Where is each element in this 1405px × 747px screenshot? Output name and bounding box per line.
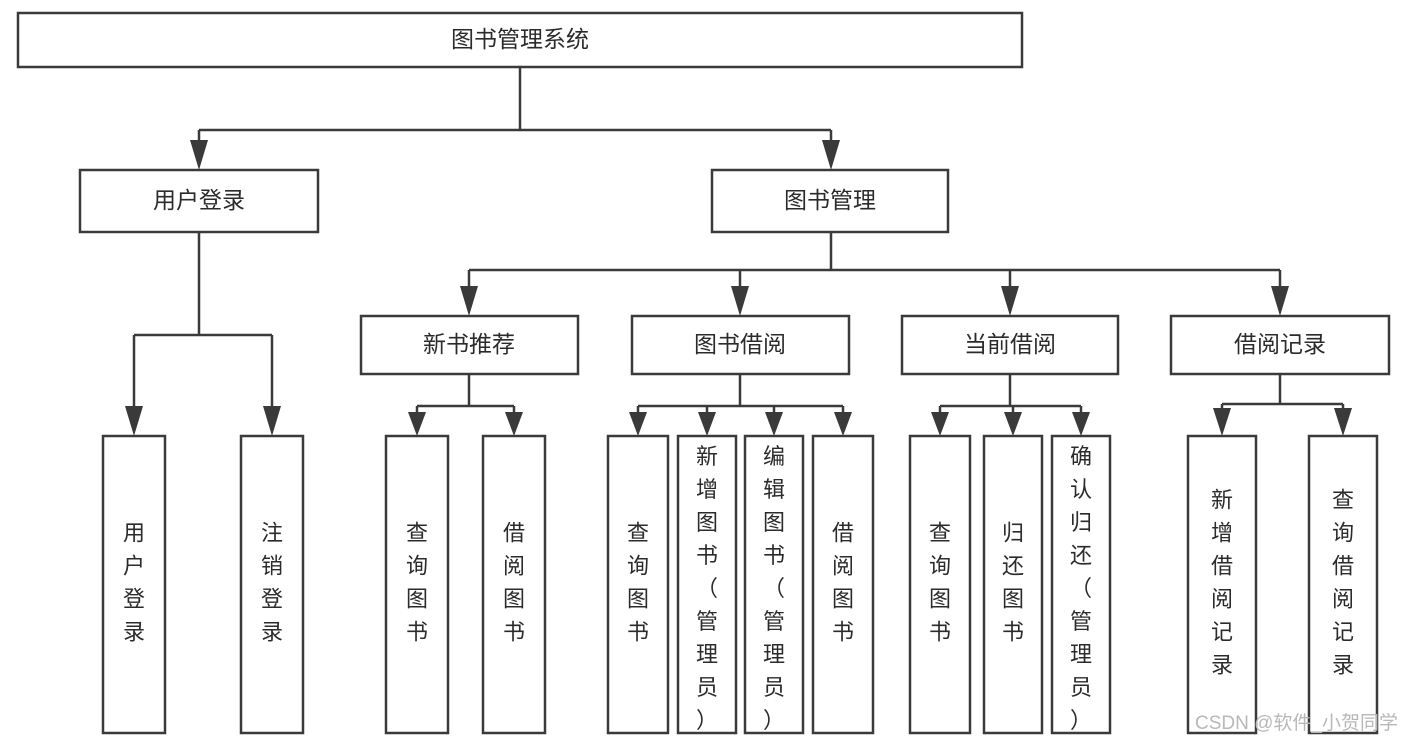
- leaf-add-record-box[interactable]: [1186, 434, 1258, 735]
- leaf-node[interactable]: 借阅图书: [811, 434, 875, 735]
- leaf-borrow-book-2-label: 借阅图书: [832, 520, 854, 644]
- leaf-add-record-label: 新增借阅记录: [1211, 487, 1233, 677]
- leaf-logout-login-box[interactable]: [239, 434, 305, 735]
- node-root[interactable]: 图书管理系统: [16, 11, 1024, 69]
- leaf-node[interactable]: 查询图书: [908, 434, 972, 735]
- arrow-head-leaf-query-record: [1334, 408, 1352, 436]
- leaf-node[interactable]: 注销登录: [239, 434, 305, 735]
- node-new-book-rec-box[interactable]: [359, 314, 580, 376]
- leaf-query-book-1-label: 查询图书: [406, 520, 428, 644]
- node-book-borrow[interactable]: 图书借阅: [630, 314, 851, 376]
- node-book-manage-box[interactable]: [710, 168, 950, 234]
- arrow-head-current-borrow: [1001, 286, 1019, 316]
- node-book-borrow-box[interactable]: [630, 314, 851, 376]
- node-book-manage-label: 图书管理: [784, 187, 876, 213]
- leaf-query-record-box[interactable]: [1307, 434, 1379, 735]
- arrow-head-leaf-borrow-book-1: [505, 412, 523, 436]
- node-user-login-label: 用户登录: [153, 187, 245, 213]
- node-borrow-record[interactable]: 借阅记录: [1169, 314, 1391, 376]
- arrow-head-leaf-add-book: [698, 412, 716, 436]
- leaf-query-record-label: 查询借阅记录: [1332, 487, 1354, 677]
- leaf-node[interactable]: 确认归还（管理员）: [1050, 434, 1112, 735]
- leaf-confirm-return-label: 确认归还（管理员）: [1070, 444, 1092, 733]
- connector-layer: [125, 67, 1352, 436]
- arrow-head-leaf-logout-login: [263, 406, 281, 436]
- leaf-node[interactable]: 用户登录: [101, 434, 167, 735]
- arrow-head-leaf-borrow-book-2: [834, 412, 852, 436]
- node-current-borrow-box[interactable]: [900, 314, 1120, 376]
- node-user-login-box[interactable]: [78, 168, 320, 234]
- arrow-head-leaf-query-book-2: [629, 412, 647, 436]
- leaf-node[interactable]: 新增图书（管理员）: [676, 434, 738, 735]
- arrow-head-borrow-record: [1271, 286, 1289, 316]
- node-root-box[interactable]: [16, 11, 1024, 69]
- leaf-query-book-2-label: 查询图书: [627, 520, 649, 644]
- node-root-label: 图书管理系统: [451, 26, 589, 52]
- leaf-node[interactable]: 查询图书: [606, 434, 670, 735]
- leaf-return-book-label: 归还图书: [1002, 520, 1024, 644]
- arrow-head-leaf-return-book: [1004, 412, 1022, 436]
- arrow-head-book-borrow: [731, 286, 749, 316]
- node-current-borrow[interactable]: 当前借阅: [900, 314, 1120, 376]
- leaf-user-login-label: 用户登录: [123, 520, 145, 644]
- arrow-head-leaf-confirm-return: [1072, 412, 1090, 436]
- node-borrow-record-box[interactable]: [1169, 314, 1391, 376]
- leaf-borrow-book-1-label: 借阅图书: [503, 520, 525, 644]
- node-book-borrow-label: 图书借阅: [694, 331, 786, 357]
- leaf-node[interactable]: 新增借阅记录: [1186, 434, 1258, 735]
- leaf-edit-book-box[interactable]: [743, 434, 805, 735]
- leaf-return-book-box[interactable]: [982, 434, 1044, 735]
- leaf-query-book-3-box[interactable]: [908, 434, 972, 735]
- arrow-head-user-login: [190, 140, 208, 170]
- leaf-node[interactable]: 查询图书: [384, 434, 450, 735]
- arrow-head-book-manage: [822, 140, 840, 170]
- leaf-borrow-book-2-box[interactable]: [811, 434, 875, 735]
- arrow-head-leaf-add-record: [1213, 408, 1231, 436]
- arrow-head-new-book-rec: [460, 286, 478, 316]
- leaf-node[interactable]: 查询借阅记录: [1307, 434, 1379, 735]
- leaf-query-book-3-label: 查询图书: [929, 520, 951, 644]
- leaf-node[interactable]: 编辑图书（管理员）: [743, 434, 805, 735]
- node-new-book-rec[interactable]: 新书推荐: [359, 314, 580, 376]
- node-borrow-record-label: 借阅记录: [1234, 331, 1326, 357]
- csdn-watermark: CSDN @软件_小贺同学: [1195, 712, 1398, 734]
- leaf-query-book-2-box[interactable]: [606, 434, 670, 735]
- leaf-node[interactable]: 借阅图书: [481, 434, 547, 735]
- arrow-head-leaf-user-login: [125, 406, 143, 436]
- arrow-head-leaf-query-book-1: [408, 412, 426, 436]
- leaf-node[interactable]: 归还图书: [982, 434, 1044, 735]
- node-user-login[interactable]: 用户登录: [78, 168, 320, 234]
- leaf-add-book-box[interactable]: [676, 434, 738, 735]
- node-current-borrow-label: 当前借阅: [964, 331, 1056, 357]
- leaf-borrow-book-1-box[interactable]: [481, 434, 547, 735]
- node-new-book-rec-label: 新书推荐: [423, 331, 515, 357]
- leaf-edit-book-label: 编辑图书（管理员）: [763, 444, 785, 733]
- leaf-query-book-1-box[interactable]: [384, 434, 450, 735]
- node-book-manage[interactable]: 图书管理: [710, 168, 950, 234]
- leaf-logout-login-label: 注销登录: [261, 520, 283, 644]
- arrow-head-leaf-query-book-3: [931, 412, 949, 436]
- leaf-add-book-label: 新增图书（管理员）: [696, 444, 718, 733]
- leaf-node-layer: 用户登录 注销登录 查询图书 借阅图书 查询图书 新增图书（管理员） 编辑图书（管理员） 借阅…: [101, 434, 1379, 735]
- leaf-confirm-return-box[interactable]: [1050, 434, 1112, 735]
- leaf-user-login-box[interactable]: [101, 434, 167, 735]
- arrow-head-leaf-edit-book: [765, 412, 783, 436]
